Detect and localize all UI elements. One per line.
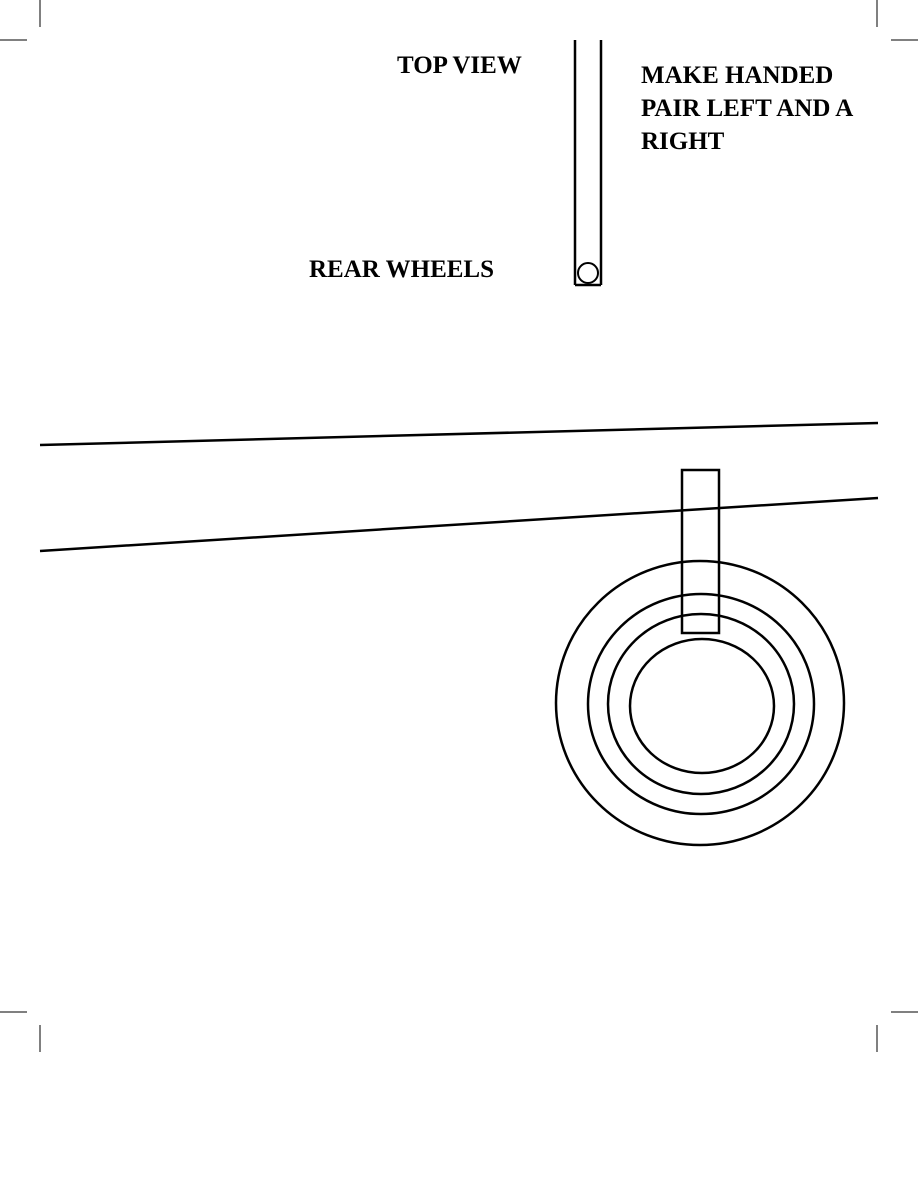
wheel-rim-ring xyxy=(586,592,816,816)
wheel-tire-outer xyxy=(554,559,846,847)
upper-frame-rail xyxy=(39,421,879,447)
note-line-3: RIGHT xyxy=(641,128,725,155)
wheel-side-view xyxy=(554,559,846,847)
axle-end-circle xyxy=(577,262,599,284)
rear-wheels-label: REAR WHEELS xyxy=(309,256,494,283)
note-line-2: PAIR LEFT AND A xyxy=(641,95,853,122)
axle-top-view xyxy=(573,40,603,287)
lower-frame-rail xyxy=(39,496,879,553)
handed-pair-note: MAKE HANDED PAIR LEFT AND A RIGHT xyxy=(641,62,853,155)
wheel-hub xyxy=(628,637,776,775)
wheel-inner-ring xyxy=(606,612,796,796)
note-line-1: MAKE HANDED xyxy=(641,62,833,89)
top-view-label: TOP VIEW xyxy=(397,52,522,79)
crop-marks xyxy=(0,0,918,1052)
wheel-mount-bracket xyxy=(680,468,721,635)
frame-rails xyxy=(39,421,879,553)
